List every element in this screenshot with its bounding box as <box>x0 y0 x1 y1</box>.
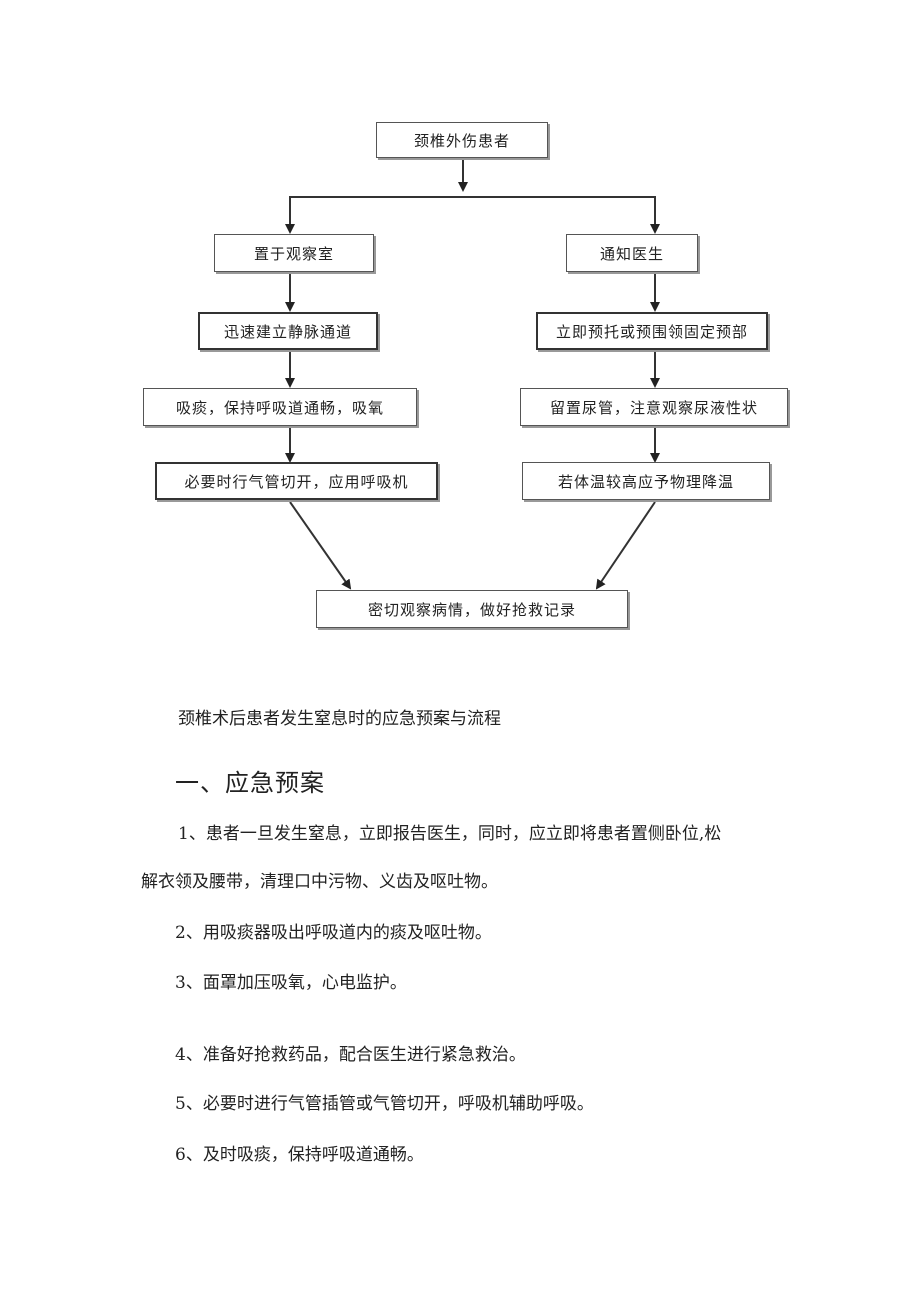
flow-node-right-4: 若体温较高应予物理降温 <box>522 462 770 500</box>
emergency-flowchart: 颈椎外伤患者 置于观察室 迅速建立静脉通道 吸痰，保持呼吸道通畅，吸氧 必要时行… <box>143 122 788 628</box>
flow-node-root: 颈椎外伤患者 <box>376 122 548 158</box>
flow-node-right-3: 留置尿管，注意观察尿液性状 <box>520 388 788 426</box>
section-heading: 一、应急预案 <box>175 769 325 797</box>
list-item-2: 2、用吸痰器吸出呼吸道内的痰及呕吐物。 <box>175 923 492 943</box>
list-item-4: 4、准备好抢救药品，配合医生进行紧急救治。 <box>175 1045 526 1065</box>
list-item-1-continued: 解衣领及腰带，清理口中污物、义齿及呕吐物。 <box>141 872 498 892</box>
figure-caption: 颈椎术后患者发生窒息时的应急预案与流程 <box>178 709 501 729</box>
flow-node-left-2: 迅速建立静脉通道 <box>198 312 378 350</box>
list-item-6: 6、及时吸痰，保持呼吸道通畅。 <box>175 1145 424 1165</box>
flow-node-right-1: 通知医生 <box>566 234 698 272</box>
flow-node-merge: 密切观察病情，做好抢救记录 <box>316 590 628 628</box>
flow-node-right-2: 立即预托或预围领固定预部 <box>536 312 768 350</box>
flow-node-left-1: 置于观察室 <box>214 234 374 272</box>
list-item-5: 5、必要时进行气管插管或气管切开，呼吸机辅助呼吸。 <box>175 1094 594 1114</box>
flowchart-connectors <box>285 158 660 590</box>
list-item-1: 1、患者一旦发生窒息，立即报告医生，同时，应立即将患者置侧卧位,松 <box>178 824 722 844</box>
flow-node-left-4: 必要时行气管切开，应用呼吸机 <box>155 462 438 500</box>
list-item-3: 3、面罩加压吸氧，心电监护。 <box>175 973 407 993</box>
flow-node-left-3: 吸痰，保持呼吸道通畅，吸氧 <box>143 388 417 426</box>
